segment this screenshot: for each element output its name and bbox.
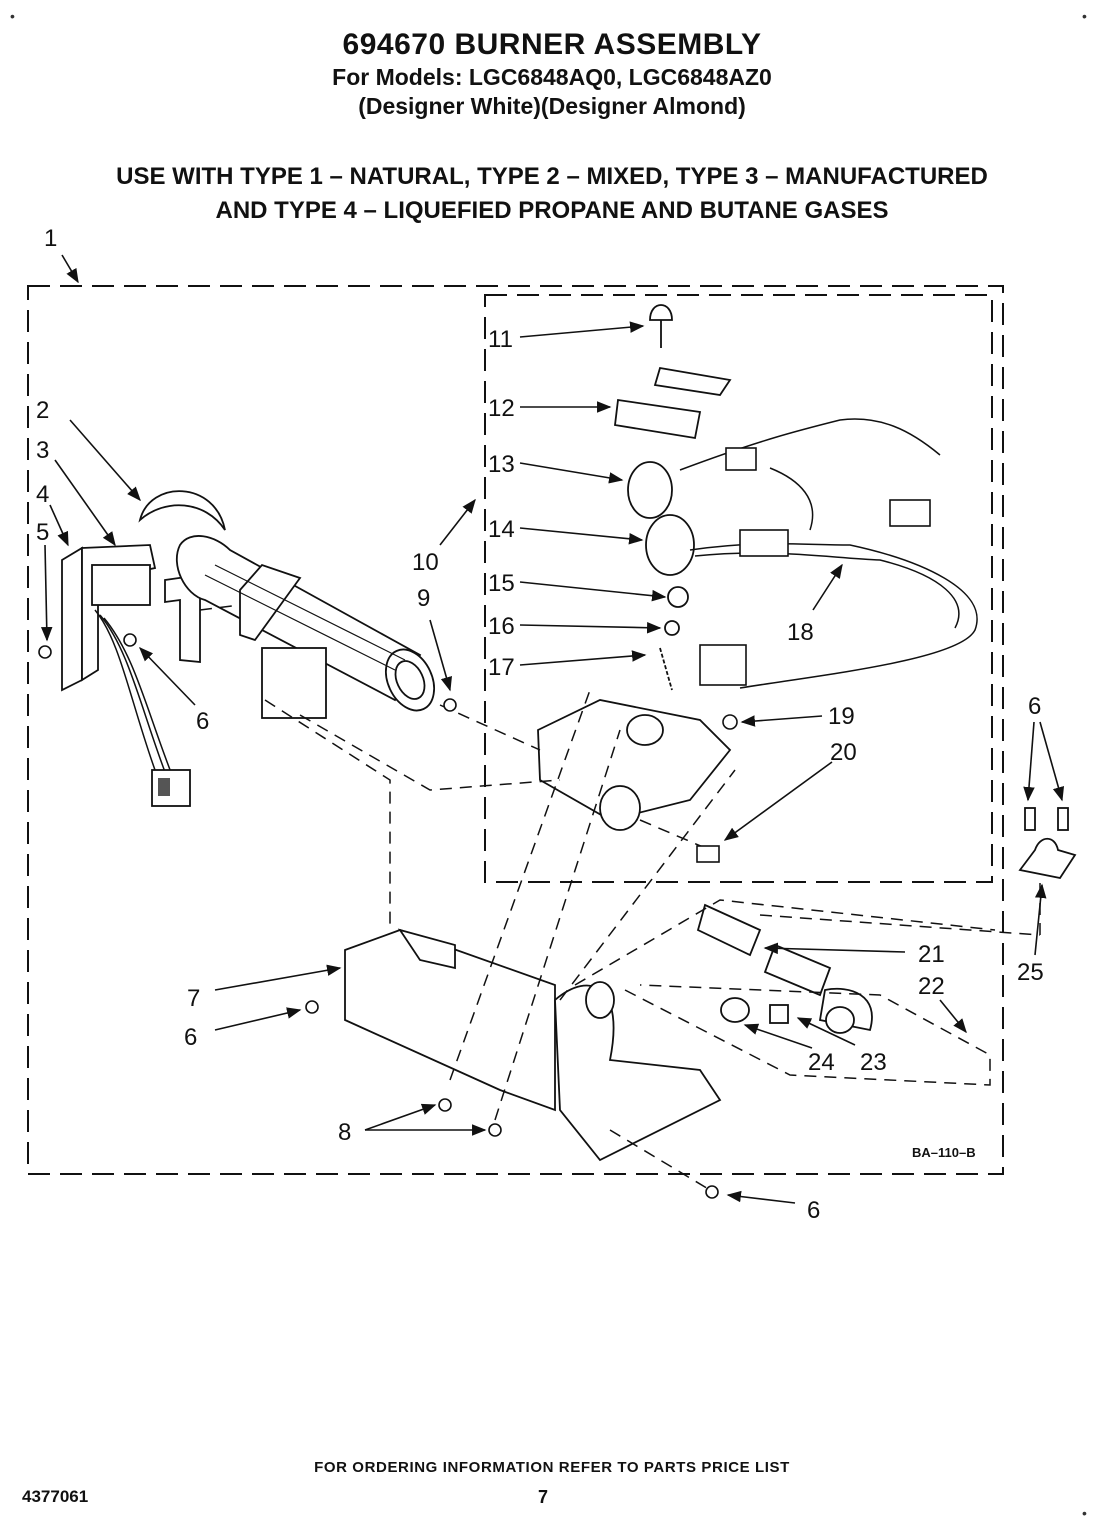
model-list: For Models: LGC6848AQ0, LGC6848AZ0: [332, 64, 772, 90]
callout-4: 4: [36, 481, 49, 508]
callout-22: 22: [918, 973, 945, 1000]
callout-23: 23: [860, 1049, 887, 1076]
harness-connectors: [699, 447, 931, 686]
drawing-code: BA–110–B: [912, 1145, 976, 1160]
callout-18: 18: [787, 619, 814, 646]
callout-17: 17: [488, 654, 515, 681]
callout-15: 15: [488, 570, 515, 597]
callout-11: 11: [488, 326, 513, 353]
callout-14: 14: [488, 516, 515, 543]
callout-2: 2: [36, 397, 49, 424]
callout-8: 8: [338, 1119, 351, 1146]
callout-10: 10: [412, 549, 439, 576]
assembly-frame-outer: [27, 285, 1004, 1175]
callout-6-bracket: 6: [184, 1024, 197, 1051]
callout-16: 16: [488, 613, 515, 640]
igniter-bracket: [61, 544, 201, 692]
gas-pipe-assembly: [696, 903, 873, 1034]
burner-tube: [138, 490, 435, 719]
page-number: 7: [538, 1487, 549, 1507]
callout-19: 19: [828, 703, 855, 730]
gas-usage-line-2: AND TYPE 4 – LIQUEFIED PROPANE AND BUTAN…: [215, 197, 889, 224]
gas-usage-line-1: USE WITH TYPE 1 – NATURAL, TYPE 2 – MIXE…: [116, 163, 988, 190]
callout-20: 20: [830, 739, 857, 766]
valve-frame-inner: [484, 294, 993, 883]
callout-6-left: 6: [196, 708, 209, 735]
corner-mark-top-left: •: [10, 8, 15, 24]
callout-13: 13: [488, 451, 515, 478]
callout-1: 1: [44, 225, 57, 252]
page-title: 694670 BURNER ASSEMBLY: [342, 28, 762, 61]
callout-7: 7: [187, 985, 200, 1012]
leader-arrows: [40, 254, 1065, 1204]
model-colors: (Designer White)(Designer Almond): [358, 93, 746, 119]
callout-9: 9: [417, 585, 430, 612]
corner-mark-bottom-right: •: [1082, 1505, 1087, 1521]
pipe-clamp: [1018, 807, 1077, 880]
callout-6-right: 6: [1028, 693, 1041, 720]
callout-25: 25: [1017, 959, 1044, 986]
callout-5: 5: [36, 519, 49, 546]
assembly-guide-lines: [199, 604, 1041, 1191]
callout-12: 12: [488, 395, 515, 422]
corner-mark-top-right: •: [1082, 8, 1087, 24]
igniter-connector: [151, 769, 191, 807]
callout-21: 21: [918, 941, 945, 968]
gas-valve-stack: [537, 304, 732, 831]
callout-24: 24: [808, 1049, 835, 1076]
callout-6-bottom: 6: [807, 1197, 820, 1224]
ordering-info: FOR ORDERING INFORMATION REFER TO PARTS …: [314, 1459, 790, 1476]
document-number: 4377061: [22, 1487, 89, 1506]
burner-bracket: [344, 928, 722, 1162]
igniter-wires: [94, 609, 173, 776]
burner-tube-detail: [204, 564, 406, 671]
callout-3: 3: [36, 437, 49, 464]
fasteners: [38, 633, 738, 1199]
